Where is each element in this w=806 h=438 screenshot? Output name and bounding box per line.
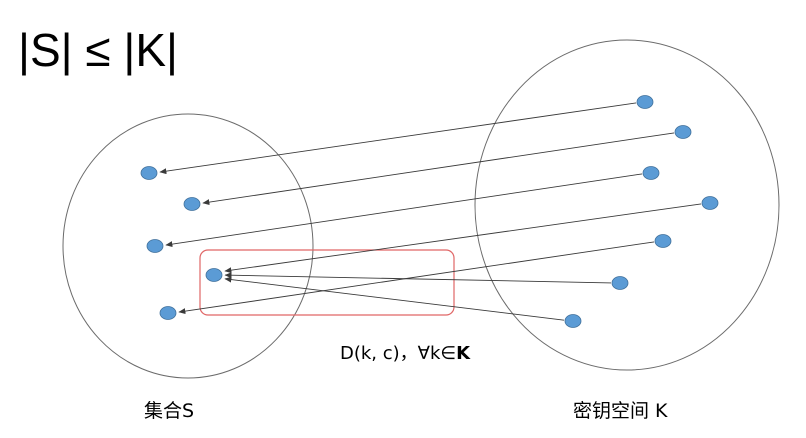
mapping-arrow bbox=[224, 272, 612, 284]
mapping-arrow bbox=[202, 132, 675, 206]
decryption-formula: D(k, c)，∀k∈K bbox=[340, 343, 471, 364]
set-s-label: 集合S bbox=[144, 400, 194, 422]
mapping-arrow bbox=[178, 241, 655, 315]
key-element bbox=[654, 234, 672, 248]
key-space-ellipse bbox=[474, 39, 780, 371]
key-element bbox=[642, 166, 660, 180]
set-s-element-highlighted bbox=[205, 268, 223, 282]
set-s-element bbox=[146, 239, 164, 253]
mapping-arrow bbox=[165, 173, 643, 248]
key-element bbox=[636, 95, 654, 109]
highlight-box bbox=[199, 249, 455, 316]
formula-prefix: D(k, c)，∀k∈ bbox=[340, 343, 456, 364]
set-s-element bbox=[140, 166, 158, 180]
set-s-ellipse bbox=[62, 113, 314, 379]
formula-set-symbol: K bbox=[456, 343, 471, 364]
diagram-title: |S| ≤ |K| bbox=[18, 24, 178, 76]
key-element bbox=[564, 314, 582, 328]
mapping-arrows bbox=[159, 102, 702, 321]
mapping-arrow bbox=[224, 203, 702, 274]
key-space-label: 密钥空间 K bbox=[573, 400, 668, 422]
key-element bbox=[674, 125, 692, 139]
key-element bbox=[701, 196, 719, 210]
set-s-element bbox=[183, 197, 201, 211]
key-element bbox=[611, 276, 629, 290]
key-space-elements bbox=[564, 95, 719, 328]
set-s-element bbox=[159, 306, 177, 320]
set-s-elements bbox=[140, 166, 223, 320]
mapping-arrow bbox=[224, 276, 565, 321]
mapping-arrow bbox=[159, 102, 637, 175]
